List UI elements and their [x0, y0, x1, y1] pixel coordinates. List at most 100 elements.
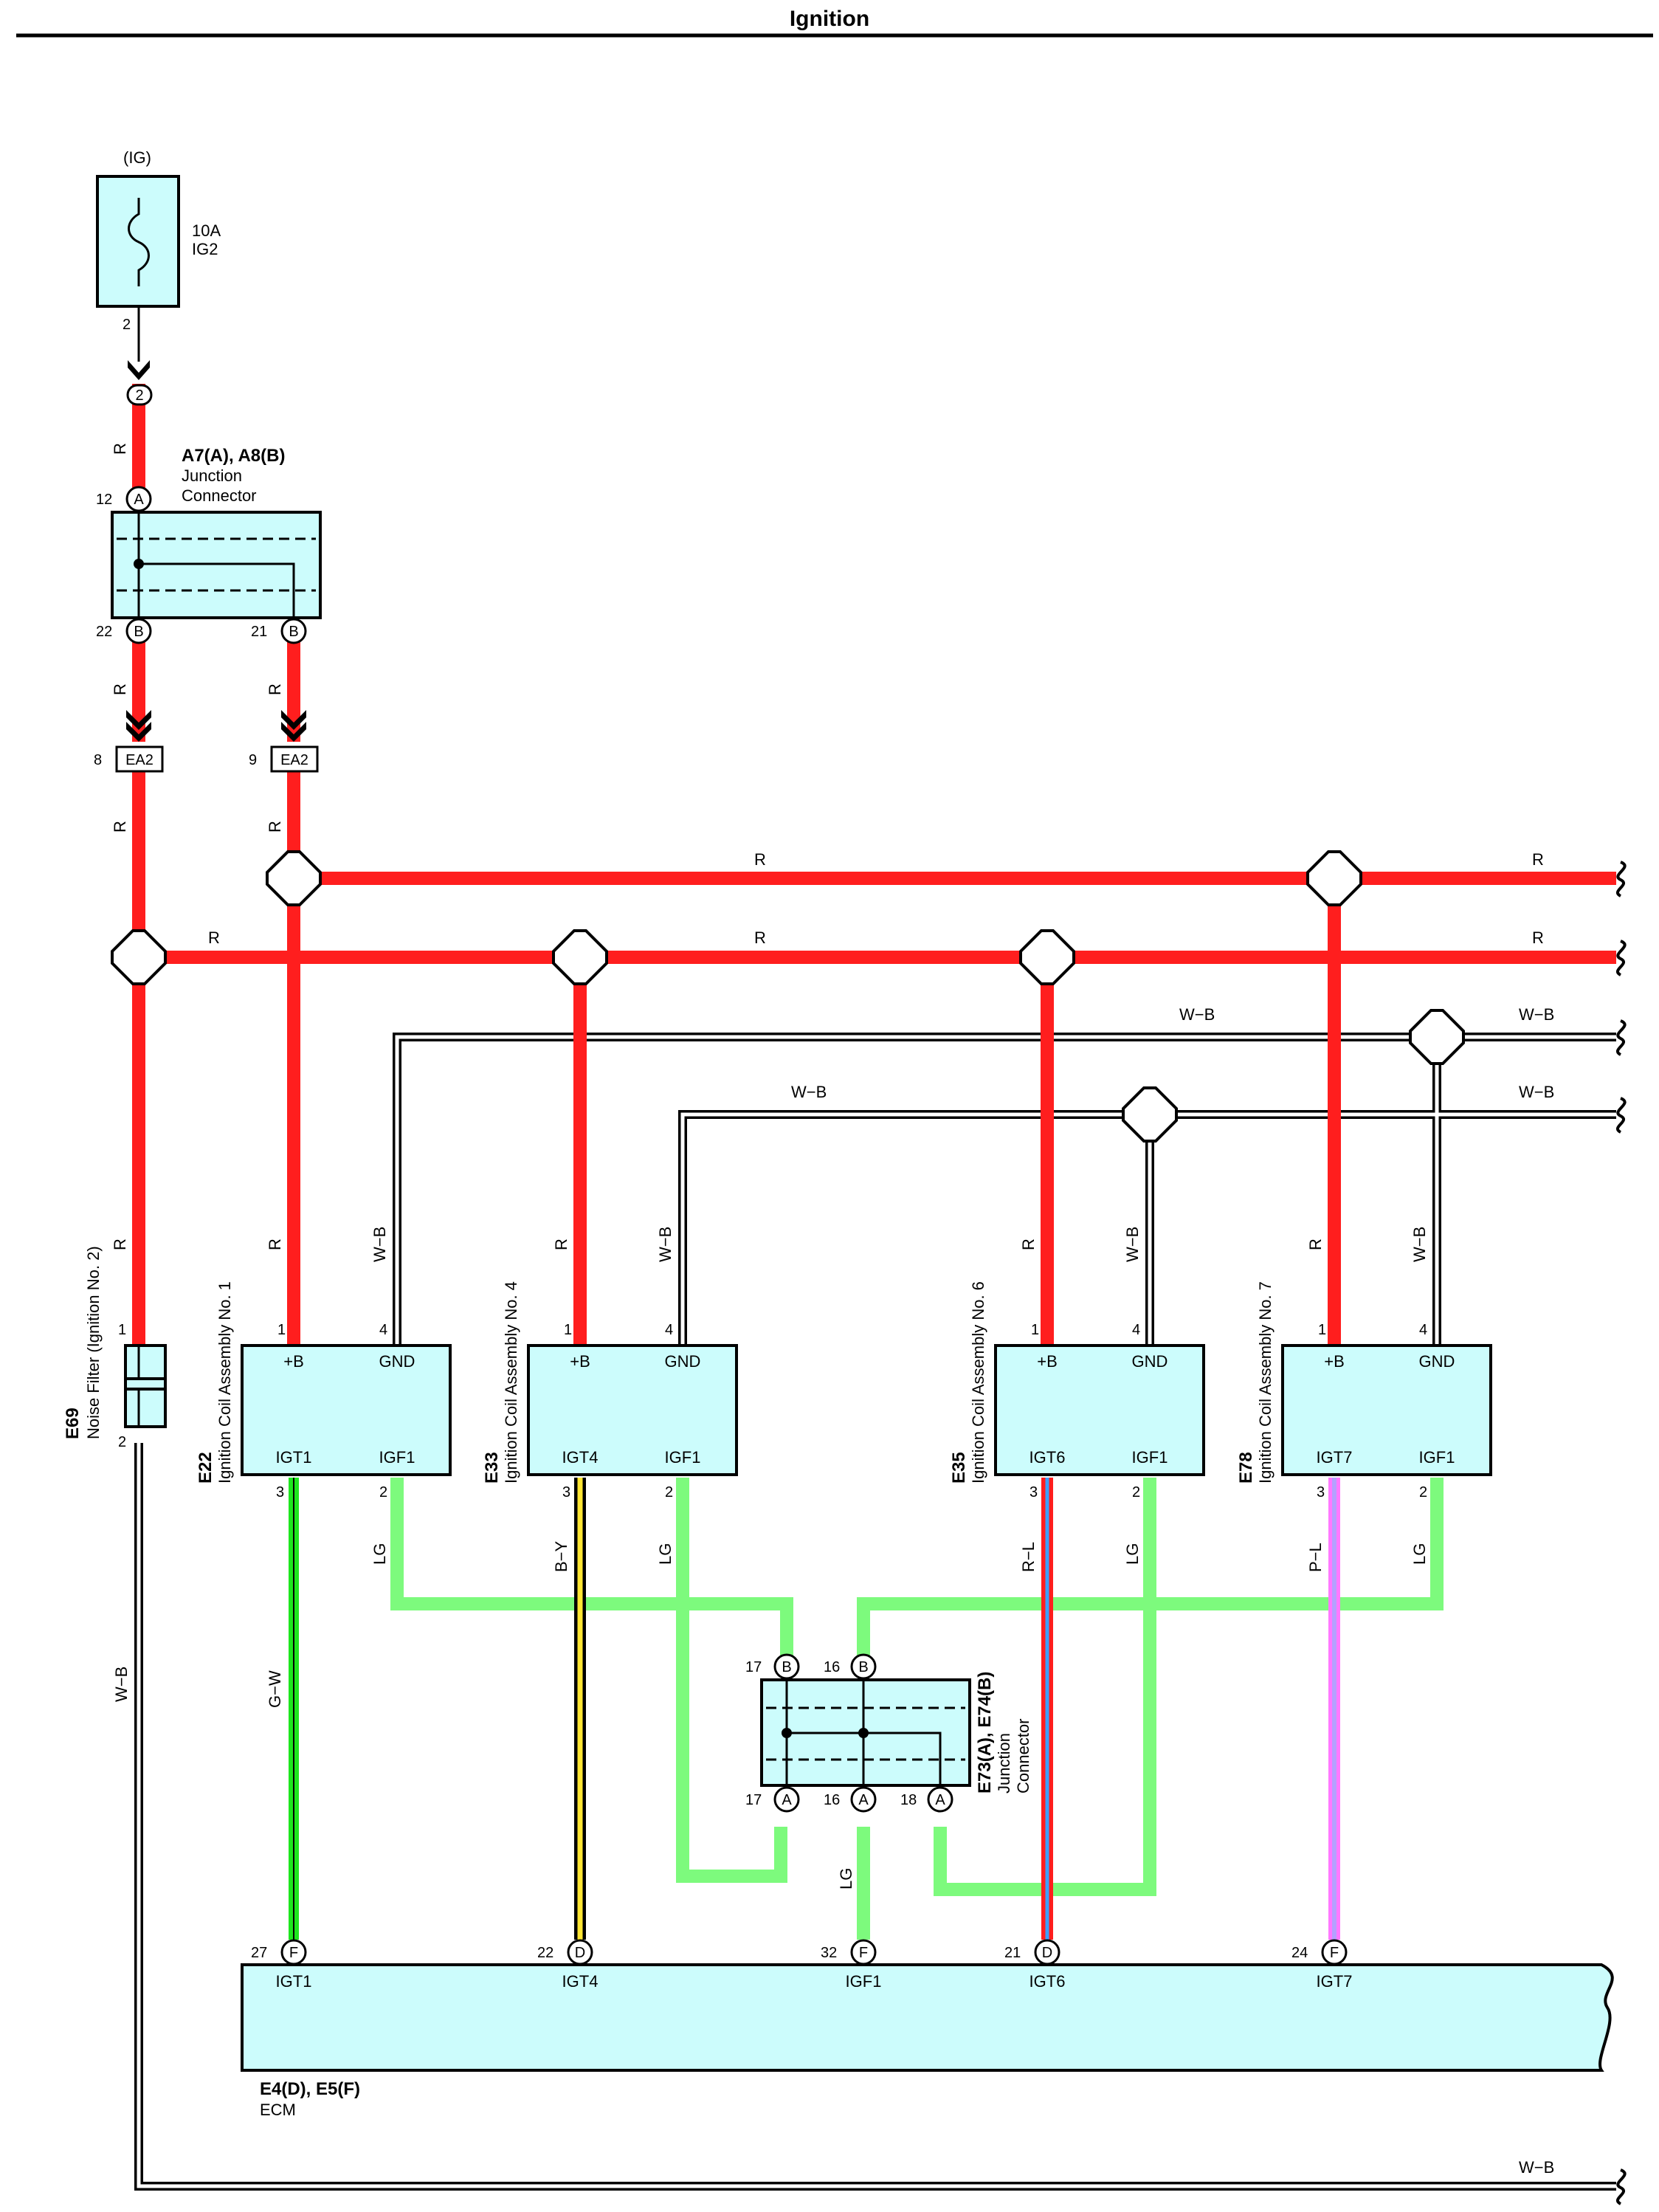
fuse-name: IG2 [192, 240, 218, 258]
junction-connector-e73-e74: E73(A), E74(B) Junction Connector B 17 B… [745, 1653, 1032, 1813]
wl-r-15: R [1306, 1238, 1325, 1250]
page-title: Ignition [790, 7, 869, 31]
coil1-p4: 4 [379, 1322, 387, 1338]
ecm-pin-igt4: D 22 IGT4 [537, 1939, 599, 1991]
ignition-coil-e35: +B GND IGT6 IGF1 1 4 3 2 E35 Ignition Co… [949, 1281, 1205, 1500]
fuse-pin-number: 2 [123, 317, 131, 333]
wl-r-12: R [266, 1238, 284, 1250]
wl-wb-6: W−B [656, 1227, 675, 1262]
jc-a7-line2: Connector [182, 486, 257, 505]
coil1-p1: 1 [277, 1322, 286, 1338]
wl-r-6: R [754, 850, 766, 869]
wl-wb-8: W−B [1410, 1227, 1429, 1262]
ecm-pin-igt7: F 24 IGT7 [1291, 1939, 1353, 1991]
wl-r-5: R [266, 821, 284, 833]
wl-g-w: G−W [266, 1670, 284, 1708]
ignition-coil-e78: +B GND IGT7 IGF1 1 4 3 2 E78 Ignition Co… [1236, 1281, 1492, 1500]
coil1-p3: 3 [276, 1484, 284, 1500]
ecm-pin-igt6: D 21 IGT6 [1004, 1939, 1065, 1991]
coil6-p2: 2 [1132, 1484, 1140, 1500]
wl-r-2: R [111, 683, 129, 695]
nf-pin1: 1 [118, 1322, 126, 1338]
lg-wire-network [390, 1478, 1444, 1940]
ecm-pin-1-letter: F [289, 1945, 298, 1961]
ecm-pin-2-label: IGT4 [562, 1972, 599, 1991]
ignition-coil-e22: +B GND IGT1 IGF1 1 4 3 2 E22 Ignition Co… [196, 1281, 452, 1500]
ecm-name: ECM [260, 2101, 296, 2119]
wl-lg-1: LG [370, 1543, 389, 1565]
jc-e73-top-pin-1: B [782, 1659, 791, 1675]
coil4-p4: 4 [665, 1322, 673, 1338]
ea2-right-label: EA2 [280, 752, 308, 768]
jc-e73-top-pin-1-num: 17 [745, 1659, 762, 1675]
wire-labels: R R R R R R R R R R R R R R R W−B W−B W−… [111, 443, 1554, 2177]
red-power-network [132, 384, 1616, 1346]
splice-points [111, 850, 1465, 1143]
jc-a7-pin-b-22-num: 22 [96, 624, 112, 640]
coil6-gnd: GND [1132, 1352, 1168, 1371]
wl-lg-5: LG [837, 1868, 855, 1889]
ecm-pin-2-num: 22 [537, 1945, 553, 1961]
coil4-name: Ignition Coil Assembly No. 4 [502, 1281, 520, 1484]
ecm-pin-5-letter: F [1330, 1945, 1339, 1961]
ecm-pin-igf1: F 32 IGF1 [821, 1939, 881, 1991]
coil6-p1: 1 [1031, 1322, 1039, 1338]
wl-wb-2: W−B [1519, 1005, 1554, 1024]
coil4-plus-b: +B [570, 1352, 590, 1371]
jc-a7-pin-a: A [134, 492, 144, 508]
coil7-gnd: GND [1419, 1352, 1455, 1371]
splice-r-lower-2 [552, 929, 608, 985]
coil7-p3: 3 [1317, 1484, 1325, 1500]
coil4-igt: IGT4 [562, 1448, 599, 1467]
wl-b-y: B−Y [552, 1540, 570, 1572]
ecm-e4-e5: E4(D), E5(F) ECM F 27 IGT1 D 22 IGT4 F 3… [241, 1939, 1614, 2119]
connector-2-pin: 2 [135, 387, 143, 404]
coil7-p1: 1 [1318, 1322, 1326, 1338]
jc-e73-line1: Junction [995, 1733, 1013, 1794]
wl-r-7: R [1532, 850, 1544, 869]
connector-ea2-9: EA2 9 [249, 710, 319, 773]
ecm-pin-4-num: 21 [1004, 1945, 1021, 1961]
coil4-code: E33 [482, 1452, 502, 1484]
fuse-rating: 10A [192, 221, 221, 240]
coil7-code: E78 [1236, 1452, 1256, 1484]
coil1-gnd: GND [379, 1352, 415, 1371]
jc-a7-pin-b-21-num: 21 [251, 624, 267, 640]
coil4-igf: IGF1 [665, 1448, 701, 1467]
ecm-pin-5-label: IGT7 [1317, 1972, 1353, 1991]
wl-r-8: R [208, 928, 220, 947]
jc-e73-bot-pin-3: A [935, 1792, 945, 1808]
jc-e73-top-pin-2: B [858, 1659, 868, 1675]
coil4-gnd: GND [665, 1352, 701, 1371]
coil6-plus-b: +B [1037, 1352, 1058, 1371]
coil4-p3: 3 [562, 1484, 570, 1500]
ignition-coil-e33: +B GND IGT4 IGF1 1 4 3 2 E33 Ignition Co… [482, 1281, 738, 1500]
wl-wb-4: W−B [1519, 1083, 1554, 1101]
coil6-p4: 4 [1132, 1322, 1140, 1338]
nf-name: Noise Filter (Ignition No. 2) [84, 1246, 103, 1439]
coil1-code: E22 [196, 1452, 215, 1484]
wl-r-9: R [754, 928, 766, 947]
wl-wb-7: W−B [1123, 1227, 1142, 1262]
fuse-source-label: (IG) [123, 148, 151, 167]
coil1-igt: IGT1 [276, 1448, 312, 1467]
splice-r-lower-3 [1019, 929, 1075, 985]
jc-a7-line1: Junction [182, 466, 242, 485]
wl-p-l: P−L [1306, 1543, 1325, 1572]
splice-wb-1 [1409, 1009, 1465, 1065]
ecm-pin-5-num: 24 [1291, 1945, 1308, 1961]
jc-a7-pin-b-21: B [289, 624, 298, 640]
ecm-pin-3-num: 32 [821, 1945, 837, 1961]
wl-r-13: R [552, 1238, 570, 1250]
fuse-ig2: (IG) 10A IG2 2 [96, 148, 221, 333]
jc-e73-bot-pin-2-num: 16 [824, 1792, 840, 1808]
wl-lg-3: LG [1123, 1543, 1142, 1565]
coil7-name: Ignition Coil Assembly No. 7 [1256, 1281, 1275, 1484]
coil1-igf: IGF1 [379, 1448, 415, 1467]
wire-breaks [1616, 861, 1627, 2205]
coil4-p2: 2 [665, 1484, 673, 1500]
coil1-plus-b: +B [283, 1352, 304, 1371]
jc-a7-code: A7(A), A8(B) [182, 446, 285, 466]
wl-r-14: R [1019, 1238, 1038, 1250]
